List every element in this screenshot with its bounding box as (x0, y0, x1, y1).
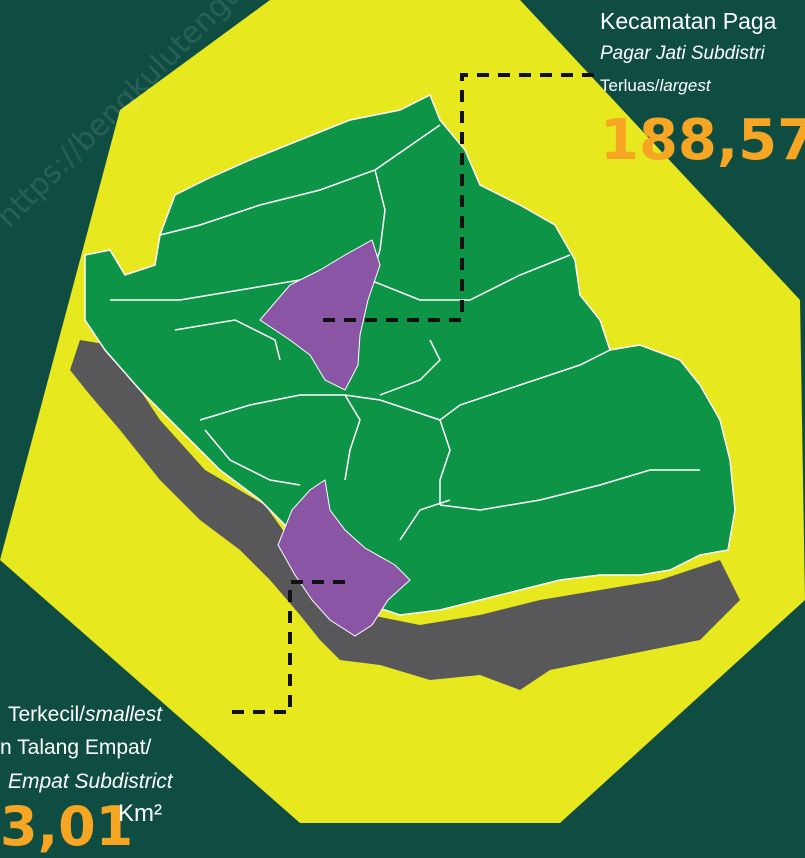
smallest-category-id: Terkecil/ (8, 703, 86, 726)
smallest-subdistrict-highlight (277, 479, 411, 637)
smallest-leader-line (228, 580, 345, 714)
largest-area-value: 188,57 (600, 108, 805, 173)
largest-category-en: largest (659, 76, 711, 95)
smallest-subdistrict-name: n Talang Empat/ (0, 736, 152, 759)
coastal-shadow (70, 340, 740, 690)
largest-subdistrict-highlight (259, 239, 381, 391)
largest-subdistrict-english-name: Pagar Jati Subdistri (600, 43, 765, 64)
smallest-subdistrict-english-name: Empat Subdistrict (8, 770, 173, 793)
district-boundaries (110, 124, 700, 541)
smallest-category-en: smallest (85, 703, 163, 726)
largest-category-id: Terluas/ (600, 76, 660, 95)
smallest-category: Terkecil/smallest (8, 703, 162, 727)
largest-subdistrict-name: Kecamatan Paga (600, 8, 777, 34)
smallest-area-unit: Km² (118, 800, 162, 827)
regency-map (0, 0, 805, 823)
largest-leader-line (323, 73, 600, 322)
largest-category: Terluas/largest (600, 76, 711, 96)
smallest-area-value: 3,01 (0, 795, 134, 858)
